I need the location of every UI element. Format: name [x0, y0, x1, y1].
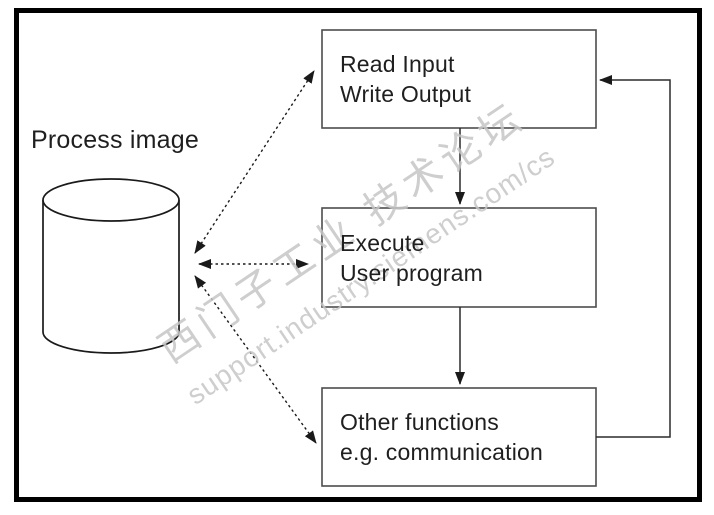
dashed-arrow-process-to-read — [194, 70, 315, 254]
dashed-arrow-process-to-other — [194, 275, 317, 444]
cylinder-top — [42, 178, 180, 222]
outer-border — [14, 8, 702, 502]
execute-box — [321, 207, 597, 308]
process-image-cylinder — [42, 178, 180, 354]
other-functions-box — [321, 387, 597, 487]
feedback-loop-arrow — [596, 75, 671, 438]
cylinder-body — [42, 200, 180, 354]
read-write-box — [321, 29, 597, 129]
